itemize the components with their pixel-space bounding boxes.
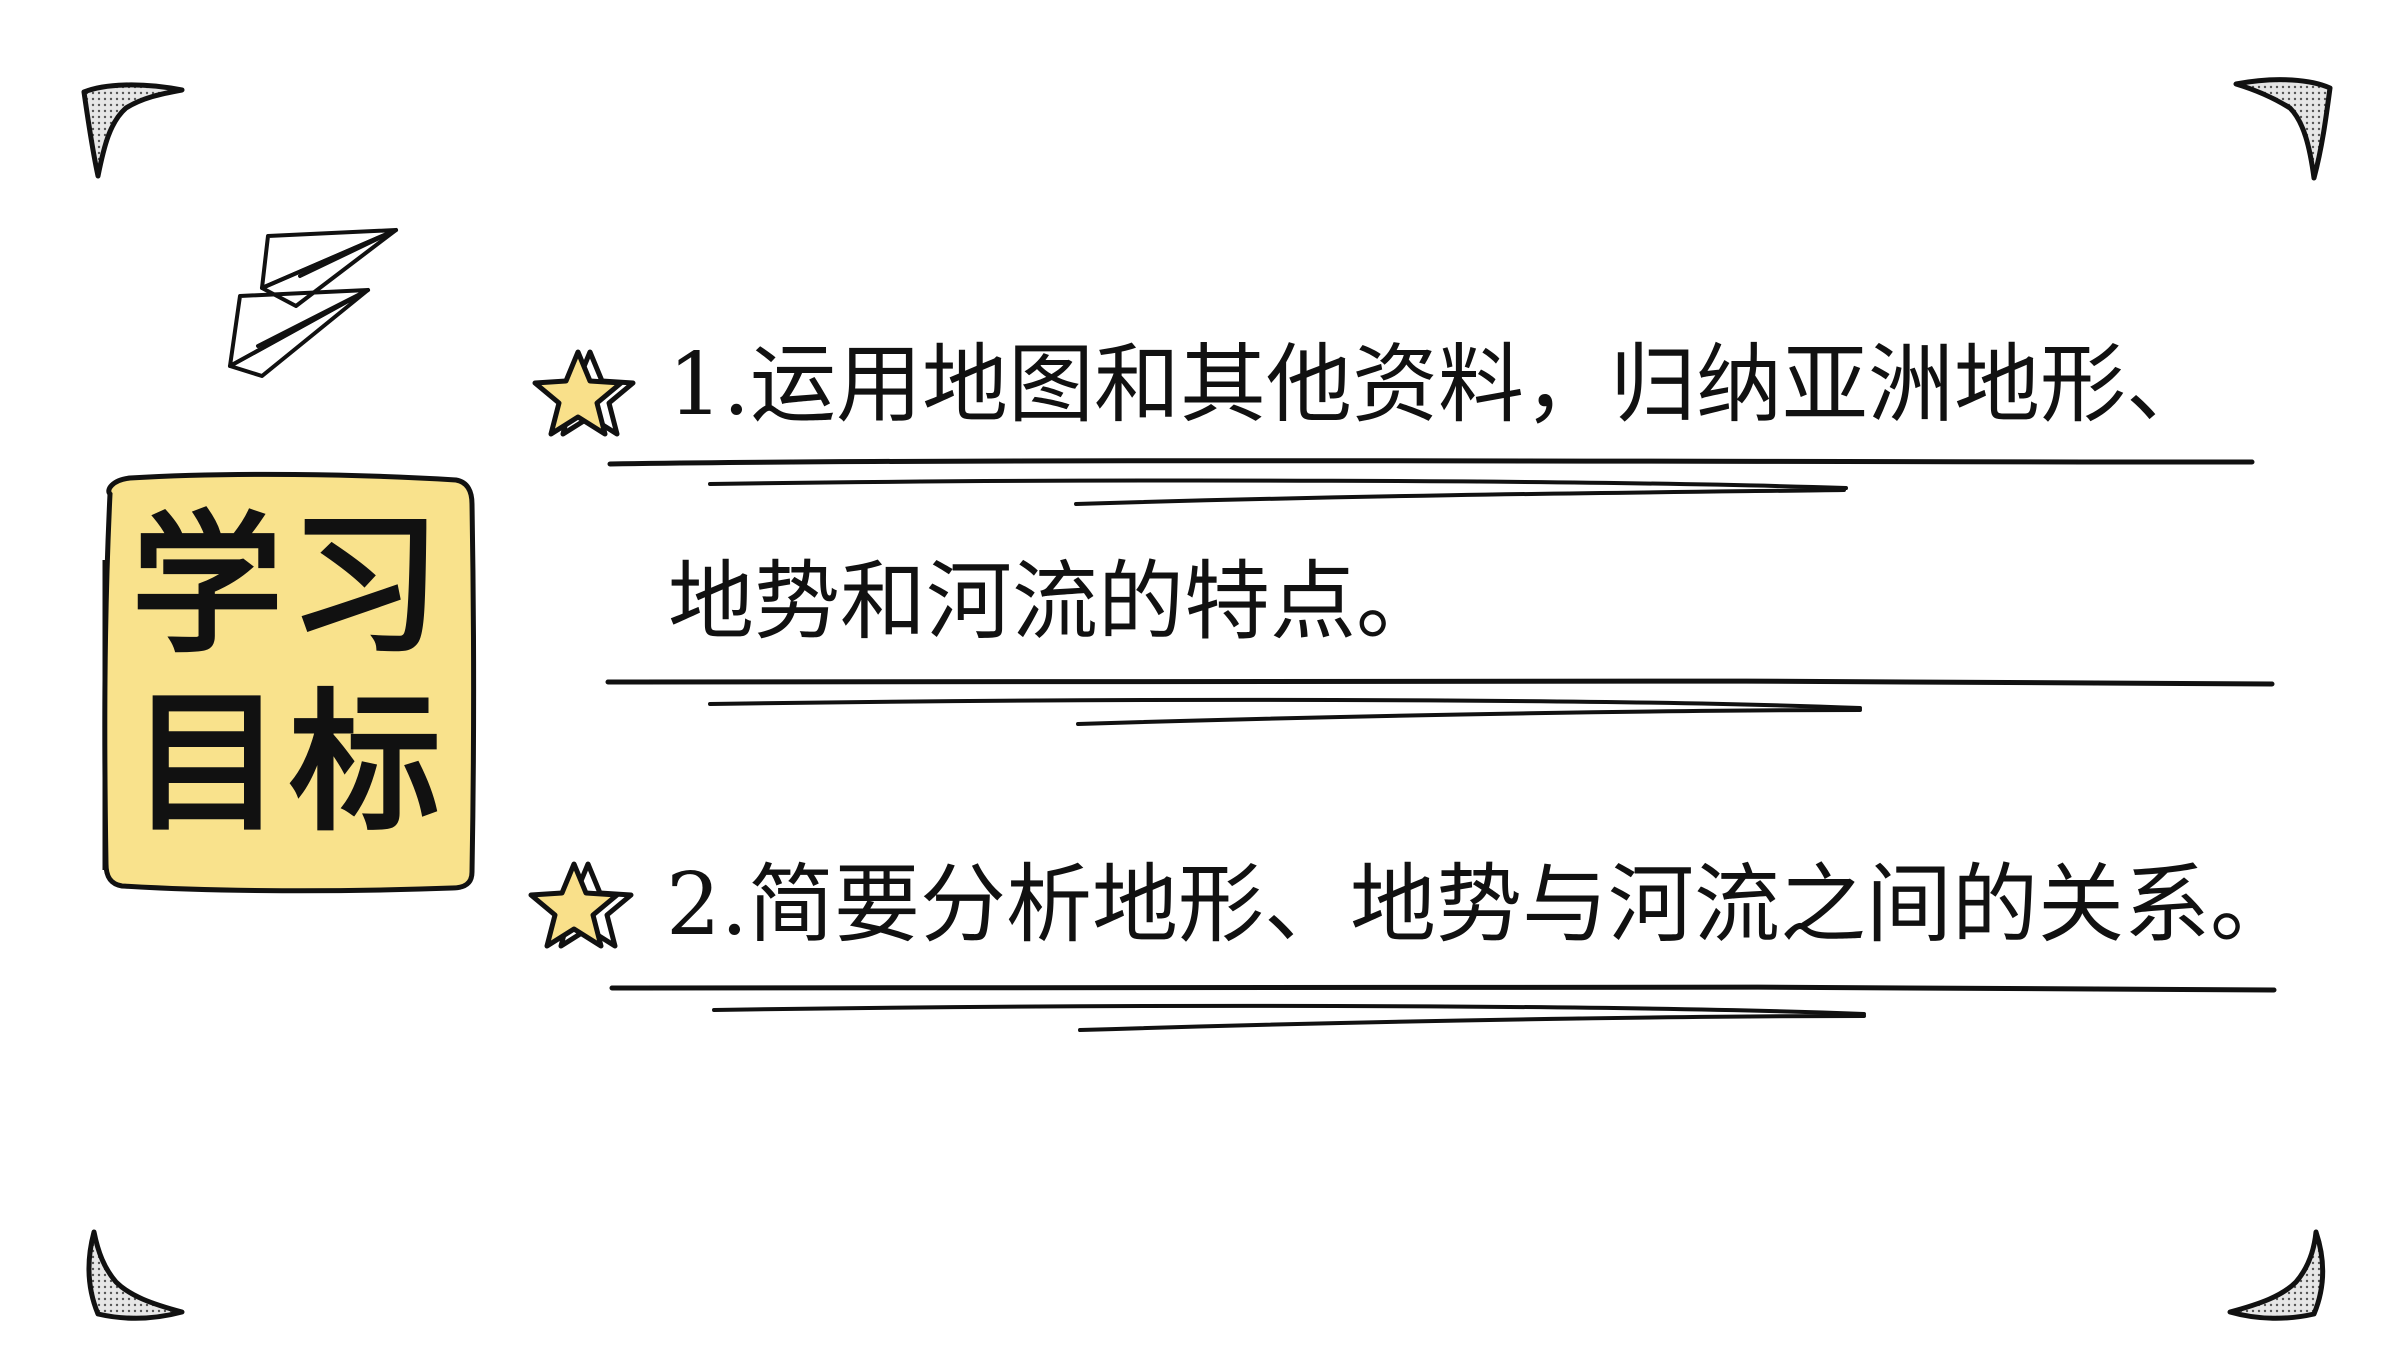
star-icon bbox=[528, 861, 634, 949]
star-icon bbox=[532, 349, 636, 437]
goal-1-line-1: 1.运用地图和其他资料，归纳亚洲地形、 bbox=[668, 335, 2213, 435]
slide-title: 学习 目标 bbox=[106, 497, 472, 853]
underline-scribble-icon bbox=[605, 677, 2275, 726]
corner-bracket-icon bbox=[86, 1229, 185, 1321]
title-box bbox=[102, 471, 476, 894]
underline-scribble-icon bbox=[609, 983, 2277, 1032]
title-line-1: 学习 bbox=[131, 497, 447, 674]
corner-bracket-icon bbox=[2227, 1229, 2325, 1321]
corner-bracket-icon bbox=[2233, 77, 2333, 181]
title-line-2: 目标 bbox=[131, 675, 447, 852]
paper-plane-icon bbox=[228, 228, 398, 378]
goal-1-line-2: 地势和河流的特点。 bbox=[668, 552, 1442, 652]
corner-bracket-icon bbox=[81, 82, 185, 179]
underline-scribble-icon bbox=[607, 458, 2255, 506]
goal-2-line-1: 2.简要分析地形、地势与河流之间的关系。 bbox=[666, 855, 2297, 955]
